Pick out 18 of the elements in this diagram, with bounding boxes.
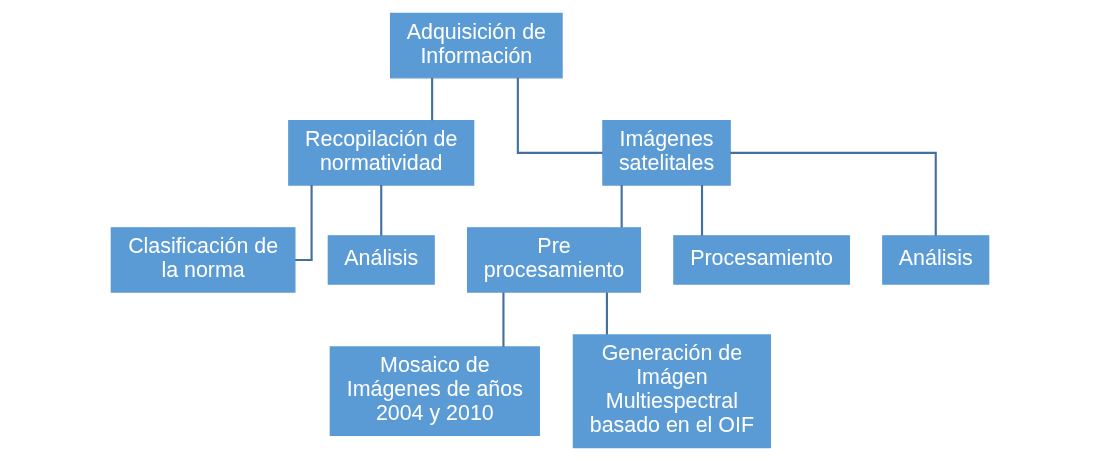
node-box: Adquisición de Información <box>389 12 563 79</box>
node-box: Procesamiento <box>672 235 850 285</box>
connector <box>379 184 382 236</box>
node-box: Mosaico de Imágenes de años 2004 y 2010 <box>329 346 540 437</box>
connector <box>605 292 608 335</box>
node-box: Pre procesamiento <box>466 227 641 293</box>
node-box: Análisis <box>881 235 989 285</box>
node-box: Análisis <box>327 235 435 285</box>
node-box: Recopilación de normatividad <box>287 120 474 186</box>
connector <box>501 292 505 347</box>
connector <box>729 151 937 236</box>
connector <box>430 77 433 121</box>
node-box: Imágenes satelitales <box>601 120 731 186</box>
connector <box>516 77 603 154</box>
node-box: Clasificación de la norma <box>110 227 296 293</box>
connector <box>700 184 703 236</box>
connector <box>620 184 623 228</box>
node-box: Generación de Imágen Multiespectral basado en el OIF <box>572 334 771 449</box>
